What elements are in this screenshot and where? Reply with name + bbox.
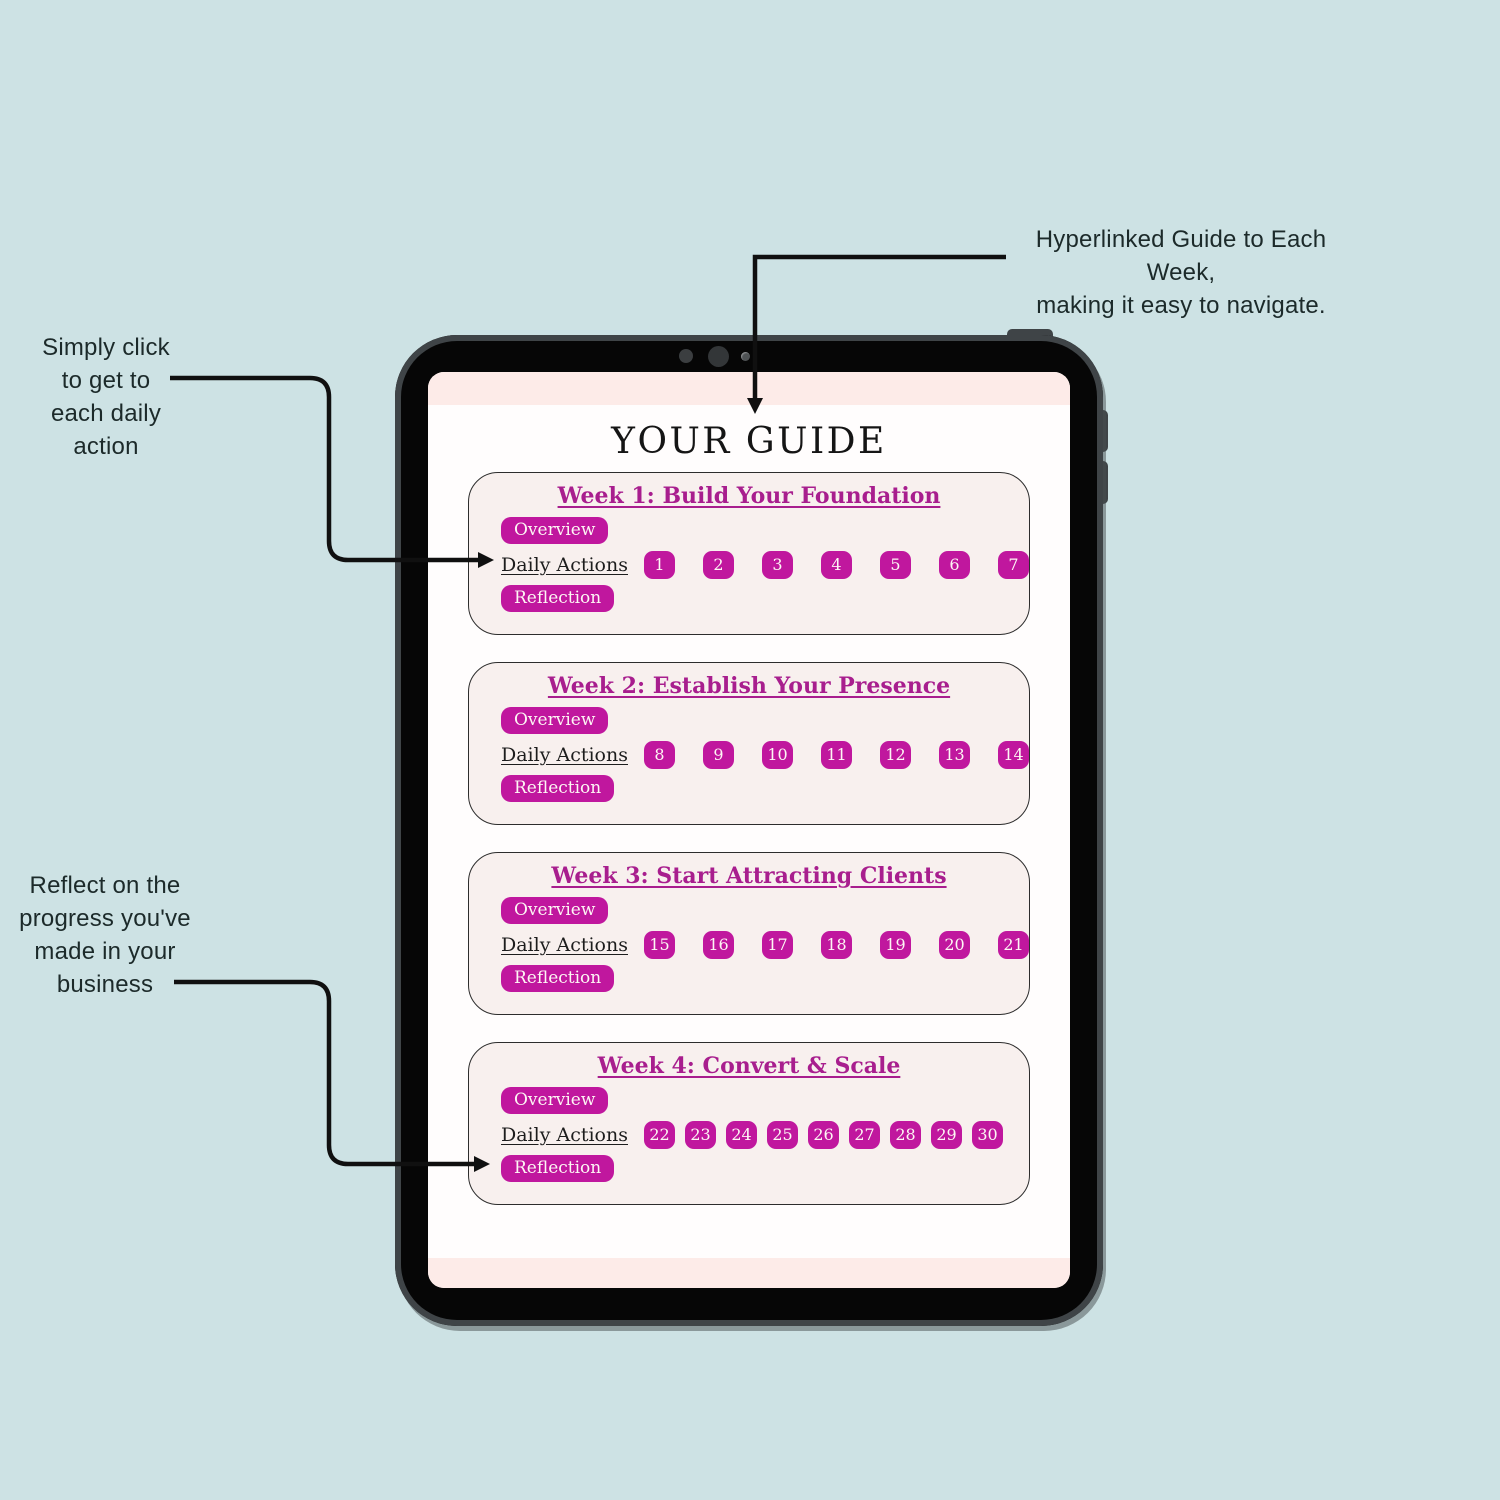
- screen-top-band: [428, 372, 1070, 405]
- day-1-button[interactable]: 1: [644, 551, 675, 579]
- week-2-daily-actions-link[interactable]: Daily Actions: [501, 744, 628, 766]
- day-2-button[interactable]: 2: [703, 551, 734, 579]
- day-5-button[interactable]: 5: [880, 551, 911, 579]
- day-11-button[interactable]: 11: [821, 741, 852, 769]
- day-10-button[interactable]: 10: [762, 741, 793, 769]
- week-2-reflection-button[interactable]: Reflection: [501, 775, 615, 802]
- tablet-screen: YOUR GUIDE Week 1: Build Your Foundation…: [428, 372, 1070, 1288]
- day-30-button[interactable]: 30: [972, 1121, 1003, 1149]
- day-17-button[interactable]: 17: [762, 931, 793, 959]
- annotation-line: action: [73, 433, 139, 460]
- screen-bottom-band: [428, 1258, 1070, 1288]
- annotation-reflect-progress: Reflect on the progress you've made in y…: [13, 869, 197, 1001]
- annotation-line: to get to: [61, 367, 151, 394]
- week-4-reflection-button[interactable]: Reflection: [501, 1155, 615, 1182]
- week-4-daily-actions-row: Daily Actions 22 23 24 25 26 27 28 29 30: [501, 1121, 1029, 1149]
- week-1-daily-actions-link[interactable]: Daily Actions: [501, 554, 628, 576]
- week-3-title: Week 3: Start Attracting Clients: [469, 861, 1029, 891]
- week-3-day-buttons: 15 16 17 18 19 20 21: [644, 931, 1029, 959]
- week-3-daily-actions-link[interactable]: Daily Actions: [501, 934, 628, 956]
- front-camera-icon: [708, 346, 729, 367]
- week-1-title-link[interactable]: Week 1: Build Your Foundation: [557, 483, 941, 509]
- annotation-line: business: [56, 971, 154, 998]
- ambient-sensor-icon: [741, 352, 750, 361]
- day-3-button[interactable]: 3: [762, 551, 793, 579]
- day-22-button[interactable]: 22: [644, 1121, 675, 1149]
- annotation-line: made in your: [34, 938, 176, 965]
- day-23-button[interactable]: 23: [685, 1121, 716, 1149]
- day-9-button[interactable]: 9: [703, 741, 734, 769]
- week-2-overview-button[interactable]: Overview: [501, 707, 609, 734]
- tablet-frame: YOUR GUIDE Week 1: Build Your Foundation…: [395, 335, 1103, 1326]
- week-1-reflection-button[interactable]: Reflection: [501, 585, 615, 612]
- day-21-button[interactable]: 21: [998, 931, 1029, 959]
- day-15-button[interactable]: 15: [644, 931, 675, 959]
- week-3-title-link[interactable]: Week 3: Start Attracting Clients: [551, 863, 947, 889]
- day-12-button[interactable]: 12: [880, 741, 911, 769]
- day-27-button[interactable]: 27: [849, 1121, 880, 1149]
- week-4-day-buttons: 22 23 24 25 26 27 28 29 30: [644, 1121, 1003, 1149]
- day-7-button[interactable]: 7: [998, 551, 1029, 579]
- day-8-button[interactable]: 8: [644, 741, 675, 769]
- week-4-title: Week 4: Convert & Scale: [469, 1051, 1029, 1081]
- week-2-title: Week 2: Establish Your Presence: [469, 671, 1029, 701]
- annotation-line: Hyperlinked Guide to Each Week,: [1035, 226, 1327, 286]
- week-3-daily-actions-row: Daily Actions 15 16 17 18 19 20 21: [501, 931, 1029, 959]
- annotation-line: progress you've: [19, 905, 191, 932]
- day-26-button[interactable]: 26: [808, 1121, 839, 1149]
- annotation-line: each daily: [50, 400, 162, 427]
- front-sensor-icon: [679, 349, 693, 363]
- annotation-line: Simply click: [42, 334, 170, 361]
- day-6-button[interactable]: 6: [939, 551, 970, 579]
- day-18-button[interactable]: 18: [821, 931, 852, 959]
- day-28-button[interactable]: 28: [890, 1121, 921, 1149]
- day-14-button[interactable]: 14: [998, 741, 1029, 769]
- day-24-button[interactable]: 24: [726, 1121, 757, 1149]
- week-3-reflection-button[interactable]: Reflection: [501, 965, 615, 992]
- day-4-button[interactable]: 4: [821, 551, 852, 579]
- week-1-overview-button[interactable]: Overview: [501, 517, 609, 544]
- week-3-overview-button[interactable]: Overview: [501, 897, 609, 924]
- week-4-title-link[interactable]: Week 4: Convert & Scale: [597, 1053, 901, 1079]
- annotation-line: Reflect on the: [29, 872, 181, 899]
- week-4-overview-button[interactable]: Overview: [501, 1087, 609, 1114]
- day-13-button[interactable]: 13: [939, 741, 970, 769]
- week-2-card: Week 2: Establish Your Presence Overview…: [468, 662, 1030, 825]
- annotation-hyperlinked-guide: Hyperlinked Guide to Each Week, making i…: [1003, 223, 1359, 322]
- week-3-card: Week 3: Start Attracting Clients Overvie…: [468, 852, 1030, 1015]
- page-title: YOUR GUIDE: [611, 421, 887, 462]
- annotation-simply-click: Simply click to get to each daily action: [26, 331, 186, 463]
- day-19-button[interactable]: 19: [880, 931, 911, 959]
- week-2-title-link[interactable]: Week 2: Establish Your Presence: [547, 673, 951, 699]
- annotation-line: making it easy to navigate.: [1036, 292, 1326, 319]
- day-16-button[interactable]: 16: [703, 931, 734, 959]
- week-1-title: Week 1: Build Your Foundation: [469, 481, 1029, 511]
- day-29-button[interactable]: 29: [931, 1121, 962, 1149]
- day-25-button[interactable]: 25: [767, 1121, 798, 1149]
- week-cards: Week 1: Build Your Foundation Overview D…: [428, 472, 1070, 1205]
- day-20-button[interactable]: 20: [939, 931, 970, 959]
- week-4-daily-actions-link[interactable]: Daily Actions: [501, 1124, 628, 1146]
- week-4-card: Week 4: Convert & Scale Overview Daily A…: [468, 1042, 1030, 1205]
- week-1-card: Week 1: Build Your Foundation Overview D…: [468, 472, 1030, 635]
